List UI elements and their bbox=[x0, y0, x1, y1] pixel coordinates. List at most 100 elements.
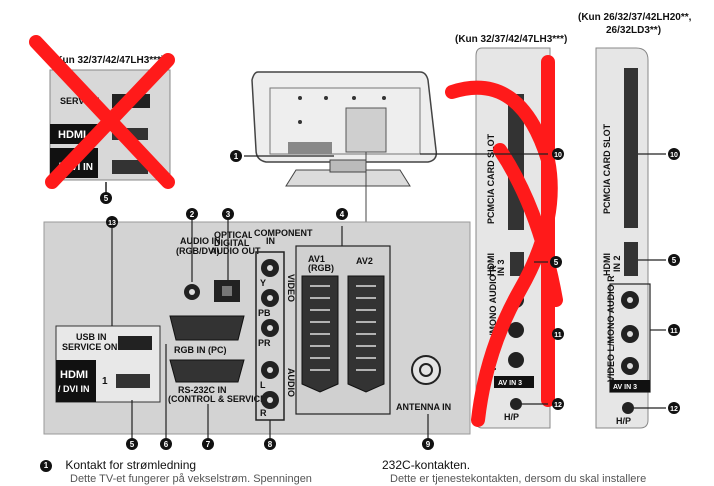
callout-11-a: 11 bbox=[554, 332, 562, 339]
rgb-in-port bbox=[169, 315, 245, 341]
usb-label-1: USB IN bbox=[76, 332, 107, 342]
inset-dvi-text: / DVI IN bbox=[58, 162, 93, 173]
side-a-headphone bbox=[510, 398, 522, 410]
inset-service-text: SERVICE bbox=[60, 96, 99, 106]
tv-back-terminal bbox=[345, 107, 387, 153]
side-panel-b: (Kun 26/32/37/42LH20**, 26/32LD3**) PCMC… bbox=[578, 12, 692, 429]
dvi-in-text: / DVI IN bbox=[58, 384, 90, 394]
hdmi1-num: 1 bbox=[102, 376, 108, 387]
side-b-hdmi-port bbox=[624, 242, 638, 276]
side-a-hdmi-port bbox=[510, 252, 524, 276]
callout-8: 8 bbox=[268, 440, 273, 449]
main-panel: AUDIO IN (RGB/DVI) OPTICAL DIGITAL AUDIO… bbox=[43, 221, 471, 435]
optical-label-1: OPTICAL bbox=[214, 230, 254, 240]
leader-lines bbox=[111, 153, 666, 438]
callout-5-a: 5 bbox=[554, 258, 559, 267]
antenna-jack bbox=[411, 355, 441, 385]
side-b-hdmi-text: HDMI bbox=[602, 253, 612, 276]
top-left-inset: SERVICE HDMI 2 / DVI IN (Kun 32/37/42/47… bbox=[29, 35, 175, 196]
side-b-pcmcia-slot bbox=[624, 68, 638, 228]
side-a-hdmi-text: HDMI bbox=[486, 253, 496, 276]
side-a-avin-text: AV IN 3 bbox=[498, 380, 522, 387]
side-a-avin-bg bbox=[494, 376, 534, 388]
callout-2: 2 bbox=[190, 210, 195, 219]
pb-label: PB bbox=[258, 308, 271, 318]
callout-10-a: 10 bbox=[554, 152, 562, 159]
header-top-left: (Kun 32/37/42/47LH3***) bbox=[52, 55, 164, 66]
side-a-hp-text: H/P bbox=[504, 412, 519, 422]
hdmi1-text: HDMI bbox=[60, 369, 88, 381]
callout-9: 9 bbox=[426, 440, 431, 449]
optical-label-3: AUDIO OUT bbox=[210, 246, 261, 256]
tv-back-vent bbox=[288, 142, 332, 154]
callout-3: 3 bbox=[226, 210, 231, 219]
antenna-label: ANTENNA IN bbox=[396, 402, 451, 412]
inset-strike-x bbox=[29, 35, 175, 189]
callout-5: 5 bbox=[130, 440, 135, 449]
callout-1: 1 bbox=[234, 152, 239, 161]
av2-label: AV2 bbox=[356, 256, 373, 266]
header-mid-right: (Kun 32/37/42/47LH3***) bbox=[455, 34, 567, 45]
callout-5-b: 5 bbox=[672, 256, 677, 265]
caption-item1-title-row: 1 Kontakt for strømledning bbox=[40, 458, 196, 472]
side-b-avin-text: AV IN 3 bbox=[613, 384, 637, 391]
component-jacks bbox=[261, 259, 279, 409]
side-b-hp-text: H/P bbox=[616, 416, 631, 426]
callout-markers: 1 2 3 4 5 5 6 7 8 9 10 10 5 5 11 11 12 1… bbox=[100, 148, 680, 450]
header-far-right-2: 26/32LD3**) bbox=[606, 25, 661, 36]
callout-11-b: 11 bbox=[670, 328, 678, 335]
side-a-avstrip: VIDEO L/MONO AUDIO R bbox=[488, 265, 498, 372]
side-b-headphone bbox=[622, 402, 634, 414]
tv-stand-neck bbox=[329, 159, 367, 173]
callout-12-a: 12 bbox=[554, 402, 562, 409]
component-in-label: IN bbox=[266, 236, 275, 246]
tv-back-inner bbox=[269, 87, 421, 155]
side-a-in3-text: IN 3 bbox=[496, 259, 506, 276]
rs232-label: RS-232C IN bbox=[178, 385, 227, 395]
l-label: L bbox=[260, 380, 266, 390]
scart-pins bbox=[310, 285, 376, 371]
av1-label: AV1 bbox=[308, 254, 325, 264]
callout-12-b: 12 bbox=[670, 406, 678, 413]
inset-hdmi-text: HDMI bbox=[58, 129, 86, 141]
usb-port bbox=[118, 336, 152, 350]
callout-4: 4 bbox=[340, 210, 345, 219]
caption-right-2: Dette er tjenestekontakten, dersom du sk… bbox=[390, 473, 647, 485]
side-b-avin-bg bbox=[610, 380, 650, 392]
optical-label-2: DIGITAL bbox=[214, 238, 250, 248]
r-label: R bbox=[260, 408, 267, 418]
av1-sub: (RGB) bbox=[308, 263, 334, 273]
callout-6: 6 bbox=[164, 440, 169, 449]
callout-7: 7 bbox=[206, 440, 211, 449]
caption-item1-body: Dette TV-et fungerer på vekselstrøm. Spe… bbox=[70, 473, 312, 485]
side-a-pcmcia-text: PCMCIA CARD SLOT bbox=[486, 133, 496, 224]
side-a-strike bbox=[445, 55, 563, 427]
rs232-sub: (CONTROL & SERVICE) bbox=[168, 394, 269, 404]
side-b-bg bbox=[595, 47, 649, 429]
callout-10-b: 10 bbox=[670, 152, 678, 159]
audio-in-label: AUDIO IN bbox=[180, 236, 221, 246]
audio-in-sub: (RGB/DVI) bbox=[176, 246, 220, 256]
inset-hdmi-port bbox=[112, 160, 148, 174]
rgb-in-label: RGB IN (PC) bbox=[174, 345, 227, 355]
caption-item1-title: Kontakt for strømledning bbox=[65, 458, 197, 472]
pr-label: PR bbox=[258, 338, 271, 348]
header-far-right-1: (Kun 26/32/37/42LH20**, bbox=[578, 12, 692, 23]
hdmi1-label-bg bbox=[56, 360, 96, 402]
y-label: Y bbox=[260, 278, 266, 288]
component-label-box bbox=[252, 226, 288, 246]
side-b-in2-text: IN 2 bbox=[612, 255, 622, 272]
callout-5-top: 5 bbox=[104, 194, 109, 203]
tv-back-shell bbox=[251, 71, 438, 163]
side-panel-a: (Kun 32/37/42/47LH3***) PCMCIA CARD SLOT… bbox=[445, 34, 567, 429]
tv-back bbox=[251, 71, 438, 222]
side-b-avstrip: VIDEO L/MONO AUDIO R bbox=[606, 275, 616, 382]
usb-label-2: SERVICE ONLY bbox=[62, 342, 128, 352]
caption-item1-marker: 1 bbox=[40, 460, 52, 472]
video-vert-label: VIDEO bbox=[286, 274, 296, 302]
caption-right-1: 232C-kontakten. bbox=[382, 458, 471, 472]
audio-vert-label: AUDIO bbox=[286, 368, 296, 397]
component-label: COMPONENT bbox=[254, 228, 313, 238]
hdmi1-port bbox=[116, 374, 150, 388]
